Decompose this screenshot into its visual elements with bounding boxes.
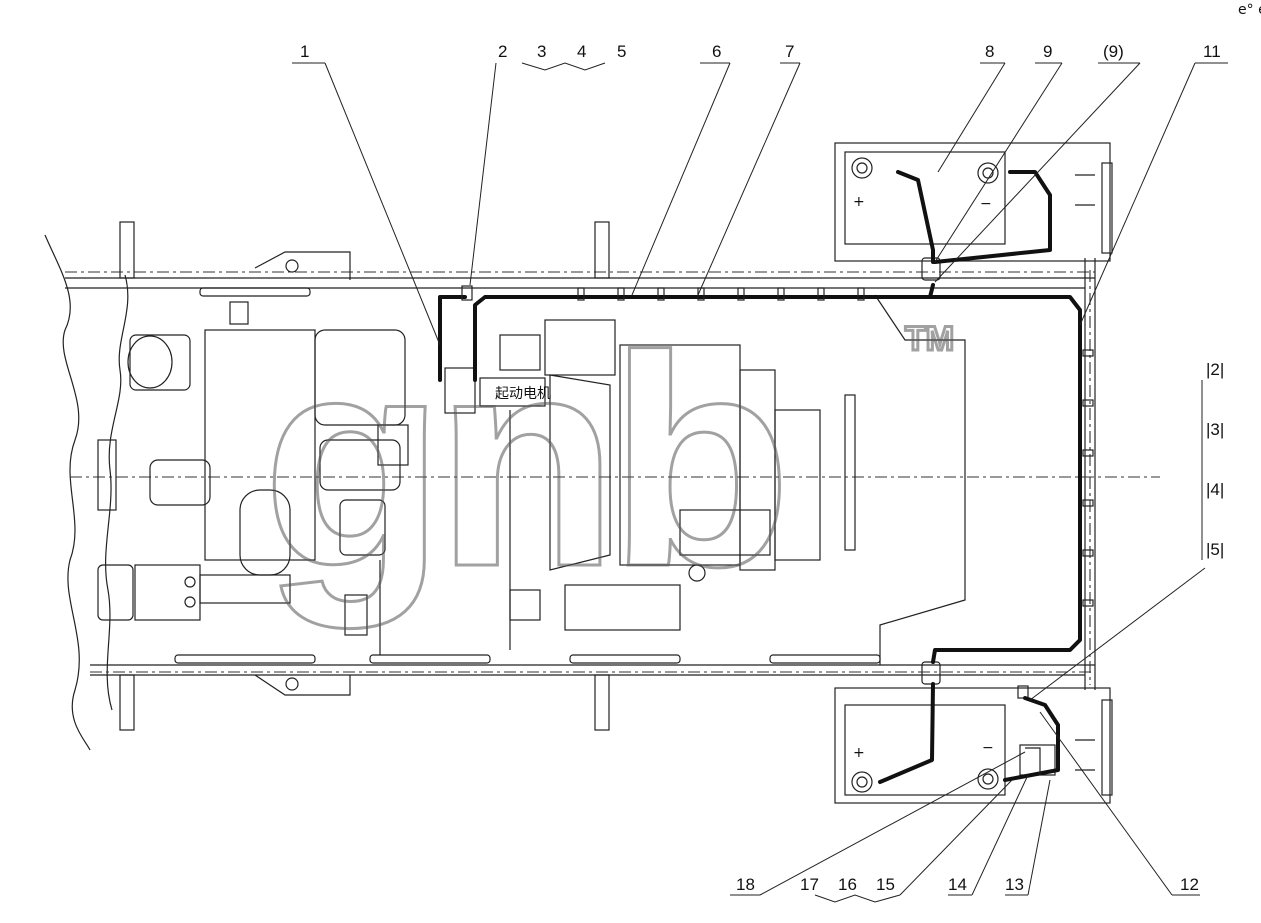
battery-top-minus: − — [980, 196, 992, 212]
watermark: gnb TM — [261, 292, 956, 633]
callout-15: 15 — [876, 875, 895, 894]
callout-6: 6 — [712, 42, 721, 61]
cables — [438, 170, 1082, 784]
battery-top-plus: + — [853, 194, 865, 210]
starter-motor-label: 起动电机 — [495, 386, 551, 402]
starter-motor: 起动电机 — [444, 367, 551, 414]
callout-14: 14 — [948, 875, 967, 894]
callout-18: 18 — [736, 875, 755, 894]
callout-3: 3 — [537, 42, 546, 61]
callout-2: 2 — [498, 42, 507, 61]
callout-7: 7 — [785, 42, 794, 61]
callout-17: 17 — [800, 875, 819, 894]
callout-16: 16 — [838, 875, 857, 894]
callout-11: 11 — [1203, 42, 1221, 61]
battery-top: + − — [834, 142, 1113, 262]
callout-21: |2| — [1206, 360, 1224, 379]
callouts-bottom: 18 17 16 15 14 13 12 — [730, 711, 1200, 903]
callout-13: 13 — [1005, 875, 1024, 894]
callout-9: 9 — [1043, 42, 1052, 61]
engine-assembly — [97, 301, 406, 636]
battery-bottom: + − — [834, 687, 1113, 804]
watermark-text: gnb — [262, 293, 782, 631]
callout-8: 8 — [985, 42, 994, 61]
battery-bottom-minus: − — [982, 740, 994, 756]
break-lines — [44, 234, 129, 751]
callout-51: |5| — [1206, 540, 1224, 559]
callout-31: |3| — [1206, 420, 1224, 439]
callout-1: 1 — [300, 42, 309, 61]
corner-mark: e° eee — [1238, 2, 1261, 18]
cable-clips — [461, 285, 1094, 607]
callouts-top: 1 2 3 4 5 6 7 8 9 (9) 11 — [292, 42, 1228, 346]
callout-41: |4| — [1206, 480, 1224, 499]
battery-bottom-plus: + — [853, 745, 865, 761]
transmission — [377, 294, 966, 665]
callouts-right: |2| |3| |4| |5| — [1029, 360, 1224, 701]
callout-9-paren: (9) — [1103, 42, 1124, 61]
callout-12: 12 — [1180, 875, 1199, 894]
callout-4: 4 — [577, 42, 586, 61]
watermark-tm: TM — [905, 320, 954, 358]
callout-5: 5 — [617, 42, 626, 61]
chassis-frame — [65, 221, 1160, 731]
